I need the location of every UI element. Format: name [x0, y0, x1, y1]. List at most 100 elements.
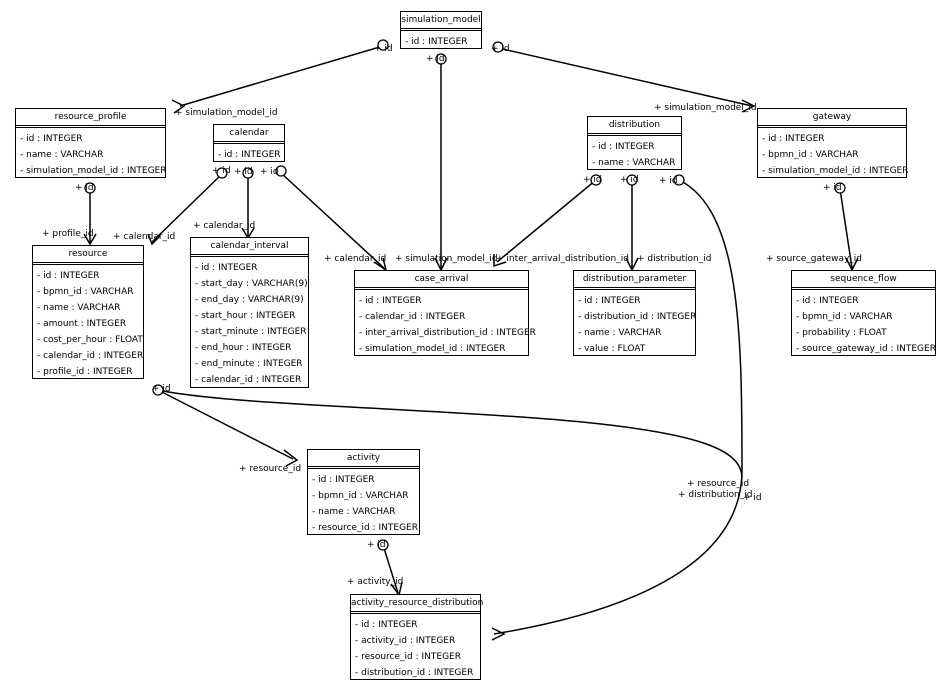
entity-distribution[interactable]: distribution - id : INTEGER - name : VAR…: [587, 116, 682, 170]
many-end-crowfoot: [493, 254, 507, 268]
attribute: - distribution_id : INTEGER: [578, 312, 697, 322]
entity-resource[interactable]: resource - id : INTEGER - bpmn_id : VARC…: [32, 245, 144, 379]
attribute: - start_minute : INTEGER: [195, 327, 307, 337]
attribute: - end_hour : INTEGER: [195, 343, 292, 353]
entity-gateway[interactable]: gateway - id : INTEGER - bpmn_id : VARCH…: [757, 108, 909, 178]
label-ci-calendar-id: + calendar_id: [193, 221, 256, 231]
entity-simulation-model[interactable]: simulation_model - id : INTEGER: [400, 11, 482, 49]
label-resource-calendar-id: + calendar_id: [113, 232, 176, 242]
one-end-circle: [275, 165, 287, 177]
attribute: - resource_id : INTEGER: [312, 523, 418, 533]
label-gw-id: + id: [823, 183, 842, 193]
one-end-circle: [377, 39, 389, 51]
attribute: - bpmn_id : VARCHAR: [312, 491, 409, 501]
entity-case-arrival[interactable]: case_arrival - id : INTEGER - calendar_i…: [354, 270, 536, 356]
attribute: - id : INTEGER: [578, 296, 641, 306]
attribute: - bpmn_id : VARCHAR: [762, 150, 859, 160]
entity-activity-resource-distribution[interactable]: activity_resource_distribution - id : IN…: [350, 594, 483, 680]
entity-sequence-flow[interactable]: sequence_flow - id : INTEGER - bpmn_id :…: [791, 270, 936, 356]
entity-title: simulation_model: [401, 15, 481, 25]
label-sm-id-left: + id: [374, 44, 393, 54]
entity-title: resource: [68, 249, 108, 259]
one-end-circle: [84, 182, 96, 194]
entity-title: calendar: [229, 128, 269, 138]
link-distribution-case-arrival: [496, 179, 597, 263]
attribute: - name : VARCHAR: [37, 303, 121, 313]
attribute: - source_gateway_id : INTEGER: [796, 344, 936, 354]
one-end-circle: [590, 174, 602, 186]
attribute: - id : INTEGER: [355, 620, 418, 630]
attribute: - name : VARCHAR: [592, 158, 676, 168]
attribute: - name : VARCHAR: [20, 150, 104, 160]
attribute: - id : INTEGER: [796, 296, 859, 306]
label-resource-id: + id: [152, 384, 171, 394]
label-dist-id-b: + id: [620, 175, 639, 185]
link-distribution-activity-resource-distribution: [493, 179, 743, 635]
link-simulation-model-gateway: [497, 47, 753, 107]
attribute: - id : INTEGER: [37, 271, 100, 281]
attribute: - cost_per_hour : FLOAT: [37, 335, 143, 345]
label-ca-calendar-id: + calendar_id: [324, 254, 387, 264]
attribute: - value : FLOAT: [578, 344, 646, 354]
one-end-circle: [492, 41, 504, 53]
attribute: - activity_id : INTEGER: [355, 636, 456, 646]
label-dist-id-c: + id: [659, 176, 678, 186]
entity-calendar[interactable]: calendar - id : INTEGER: [213, 124, 285, 162]
divider: [16, 125, 165, 128]
link-resource-activity: [157, 389, 294, 460]
attribute: - simulation_model_id : INTEGER: [20, 166, 167, 176]
one-end-circle: [152, 384, 164, 396]
divider: [33, 262, 143, 265]
attribute: - simulation_model_id : INTEGER: [359, 344, 506, 354]
entity-title: sequence_flow: [830, 274, 897, 284]
one-end-circle: [435, 53, 447, 65]
link-resource-activity-resource-distribution: [157, 389, 743, 479]
attribute: - id : INTEGER: [359, 296, 422, 306]
link-simulation-model-resource-profile: [179, 45, 384, 107]
one-end-circle: [834, 182, 846, 194]
label-gw-simulation-model-id: + simulation_model_id: [654, 103, 757, 113]
entity-title: distribution_parameter: [582, 274, 687, 284]
attribute: - id : INTEGER: [312, 475, 375, 485]
label-rp-simulation-model-id: + simulation_model_id: [175, 108, 278, 118]
many-end-crowfoot: [491, 627, 506, 641]
divider: [588, 133, 681, 136]
label-cal-id-b: + id: [234, 167, 253, 177]
label-activity-resource-id: + resource_id: [239, 464, 302, 474]
divider: [792, 287, 935, 290]
divider: [574, 287, 695, 290]
entity-distribution-parameter[interactable]: distribution_parameter - id : INTEGER - …: [573, 270, 696, 356]
one-end-circle: [626, 174, 638, 186]
entity-title: activity: [346, 453, 381, 463]
many-end-crowfoot: [147, 233, 161, 246]
attribute: - inter_arrival_distribution_id : INTEGE…: [359, 328, 536, 338]
one-end-circle: [377, 539, 389, 551]
attribute: - end_day : VARCHAR(9): [195, 295, 304, 305]
attribute: - bpmn_id : VARCHAR: [796, 312, 893, 322]
attribute: - calendar_id : INTEGER: [37, 351, 144, 361]
label-cal-id-a: + id: [212, 166, 231, 176]
link-gateway-sequence-flow: [839, 188, 853, 269]
attribute: - simulation_model_id : INTEGER: [762, 166, 909, 176]
label-ca-simulation-model-id: + simulation_model_id: [395, 254, 498, 264]
label-dist-id-a: + id: [583, 175, 602, 185]
attribute: - start_day : VARCHAR(9): [195, 279, 308, 289]
one-end-circle: [216, 167, 228, 179]
divider: [214, 141, 284, 144]
label-ard-activity-id: + activity_id: [347, 577, 404, 587]
entity-calendar-interval[interactable]: calendar_interval - id : INTEGER - start…: [190, 237, 309, 388]
link-calendar-case-arrival: [280, 172, 385, 269]
divider: [401, 28, 481, 31]
divider: [191, 254, 308, 257]
label-cal-id-c: + id: [260, 167, 279, 177]
attribute: - name : VARCHAR: [312, 507, 396, 517]
entity-activity[interactable]: activity - id : INTEGER - bpmn_id : VARC…: [307, 449, 420, 535]
entity-resource-profile[interactable]: resource_profile - id : INTEGER - name :…: [15, 108, 167, 178]
attribute: - id : INTEGER: [20, 134, 83, 144]
entity-title: distribution: [608, 120, 661, 130]
link-calendar-resource: [151, 173, 223, 243]
many-end-crowfoot: [741, 99, 756, 113]
many-end-crowfoot: [283, 449, 299, 467]
entity-title: resource_profile: [54, 112, 127, 122]
